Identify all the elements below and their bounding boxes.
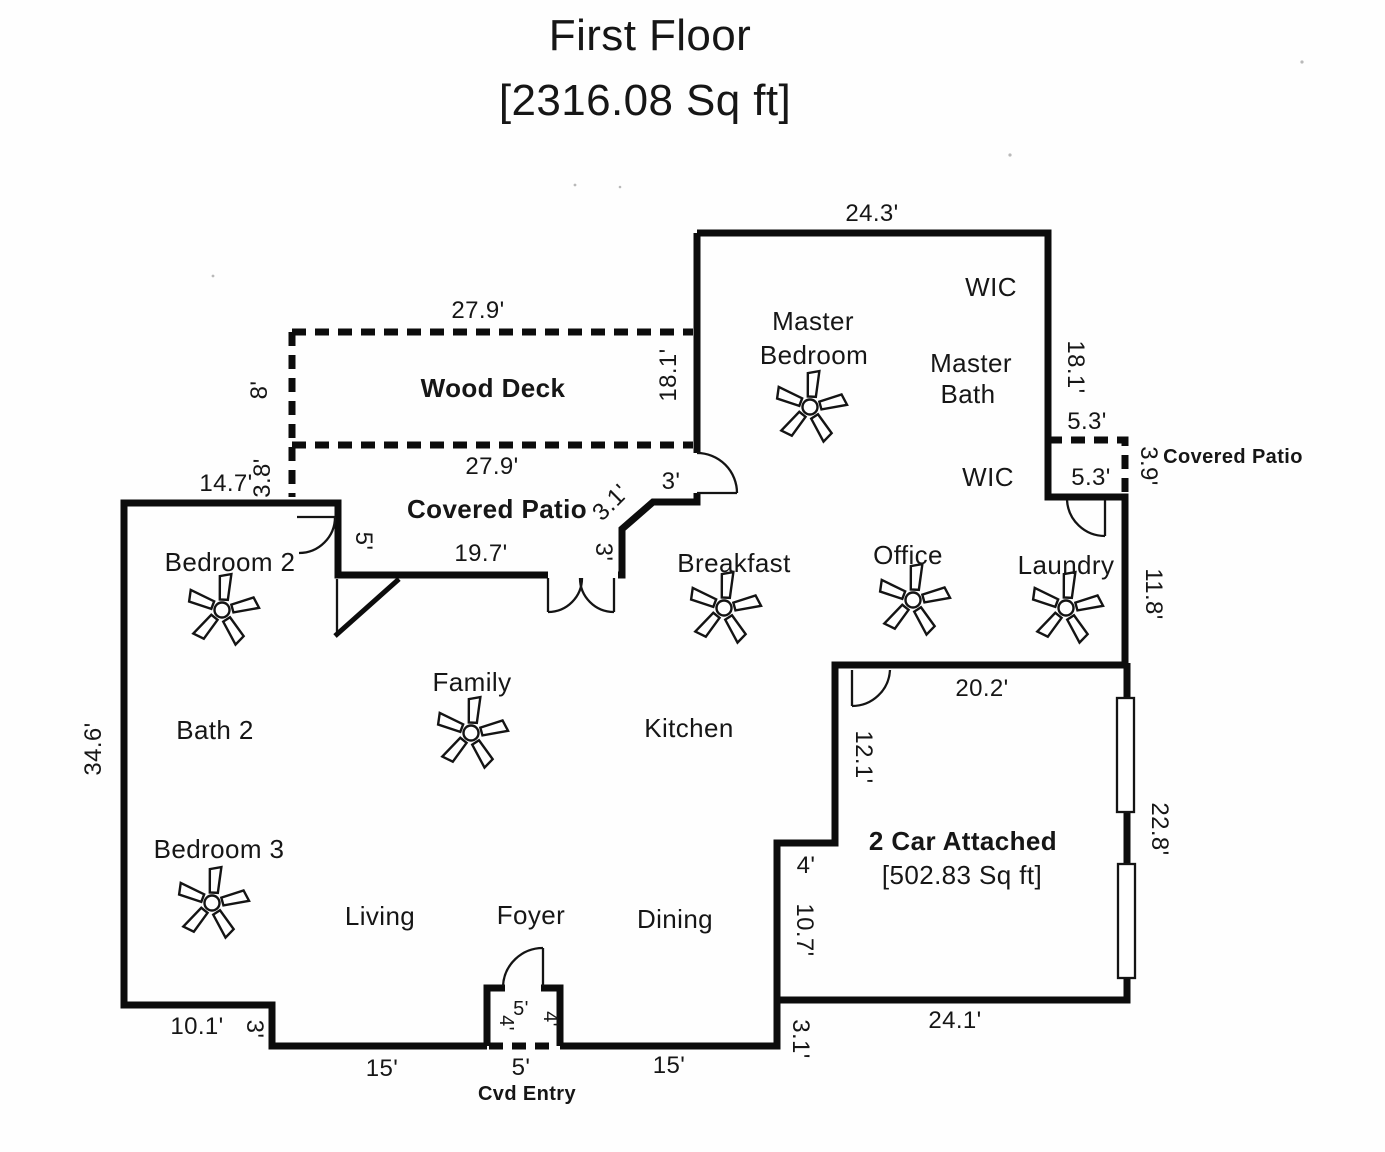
room-label-master-bath-2: Bath [940,379,995,409]
ceiling-fan-icon [1028,568,1105,645]
room-label-breakfast: Breakfast [677,548,791,578]
room-label-wic-top: WIC [965,272,1017,302]
scan-specks [211,60,1304,278]
dim-south-left: 10.1' [170,1013,223,1040]
dim-patio-right: 3' [590,543,617,562]
dim-garage-top: 20.2' [955,675,1008,702]
doors [297,451,1107,987]
room-label-office: Office [873,540,943,570]
room-label-kitchen: Kitchen [644,713,734,743]
dim-patio-bottom: 19.7' [454,540,507,567]
title-block: First Floor [2316.08 Sq ft] [499,11,791,125]
door-arc [298,516,337,555]
dim-deck-right: 18.1' [655,348,682,401]
garage-windows [1115,696,1137,980]
garage-window [1115,696,1136,814]
dim-patio-top: 27.9' [465,453,518,480]
walls-solid [120,229,1131,1050]
door-arc [578,577,615,614]
dim-garage-left-lower: 10.7' [791,903,818,956]
fireplace [333,577,401,638]
page-title: First Floor [549,11,751,60]
room-label-foyer: Foyer [497,900,565,930]
room-label-bath-2: Bath 2 [176,715,254,745]
dim-patio-left: 5' [350,532,377,551]
room-label-living: Living [345,901,415,931]
fireplace-front [333,577,401,638]
dim-entry-bottom: 5' [512,1054,531,1081]
wood-deck-outline [288,328,693,497]
dim-south-jog: 3' [241,1020,268,1039]
dim-deck-left: 8' [246,381,273,400]
room-label-wood-deck: Wood Deck [421,373,566,403]
dim-garage-bottom-jog: 3.1' [787,1019,814,1059]
room-label-master-bath-1: Master [930,348,1012,378]
dim-breakfast-jog-top: 3' [662,468,681,495]
dim-entry-inner-right: 4' [539,1011,561,1027]
page-subtitle: [2316.08 Sq ft] [499,76,791,125]
room-label-garage-1: 2 Car Attached [869,826,1057,856]
ceiling-fan-icon [433,693,510,770]
room-label-dining: Dining [637,904,713,934]
master-bedroom-door [696,451,739,495]
ceiling-fan-icon [875,560,952,637]
garage-window [1116,862,1137,980]
dim-deck-top: 27.9' [451,297,504,324]
dim-laundry-right: 11.8' [1140,568,1167,620]
room-label-laundry: Laundry [1018,550,1115,580]
dim-entry-inner-top: 5' [513,998,529,1020]
dim-wic-patio-right: 3.9' [1135,446,1162,486]
room-label-master-bedroom-2: Bedroom [760,340,868,370]
ceiling-fan-icon [772,367,849,444]
house-outline-walls [120,233,781,1050]
door-arc [851,669,892,708]
dim-wic-patio-inner: 5.3' [1071,464,1111,491]
room-labels: WIC Master Bedroom Master Bath WIC Cover… [154,272,1303,1105]
laundry-patio-door [1065,499,1107,538]
dim-garage-bottom: 24.1' [928,1007,981,1034]
room-label-cvd-entry: Cvd Entry [478,1083,577,1105]
patio-door [297,515,337,555]
dim-west-wall: 34.6' [80,722,107,775]
front-entry-door [501,946,545,987]
room-label-covered-patio: Covered Patio [407,494,587,524]
dim-bedroom2-top: 14.7' [199,470,252,497]
dim-garage-left-upper: 12.1' [850,730,877,783]
room-label-bedroom-3: Bedroom 3 [154,834,285,864]
dim-south-mid-right: 15' [653,1052,685,1079]
ceiling-fan-icon [174,863,251,940]
dim-south-mid-left: 15' [366,1055,398,1082]
door-arc [501,946,544,987]
garage-entry-door [850,669,892,708]
ceiling-fan-icon [184,570,261,647]
dim-wic-patio-top: 5.3' [1067,408,1107,435]
room-label-wic-lower: WIC [962,462,1014,492]
dim-garage-right: 22.8' [1146,802,1173,855]
door-arc [1065,499,1106,538]
dim-master-right: 18.1' [1062,340,1089,393]
wic-patio-outline [1048,436,1129,497]
room-label-master-bedroom-1: Master [772,306,854,336]
patio-french-doors [546,577,616,614]
room-label-family: Family [433,667,512,697]
dim-patio-upper-left: 3.8' [249,458,276,498]
ceiling-fan-icon [686,568,763,645]
room-label-bedroom-2: Bedroom 2 [165,547,296,577]
walls-dashed [288,328,1129,1050]
dim-entry-inner-left: 4' [495,1015,517,1031]
garage-walls [773,661,1131,1004]
master-suite-walls [697,229,1129,665]
dim-master-top: 24.3' [845,200,898,227]
door-arc [547,577,584,614]
room-label-covered-patio-right: Covered Patio [1163,446,1303,468]
dim-breakfast-jog-diag: 3.1' [587,479,634,526]
dim-garage-jog: 4' [797,852,816,879]
room-label-garage-2: [502.83 Sq ft] [882,860,1042,890]
door-arc [696,451,739,494]
